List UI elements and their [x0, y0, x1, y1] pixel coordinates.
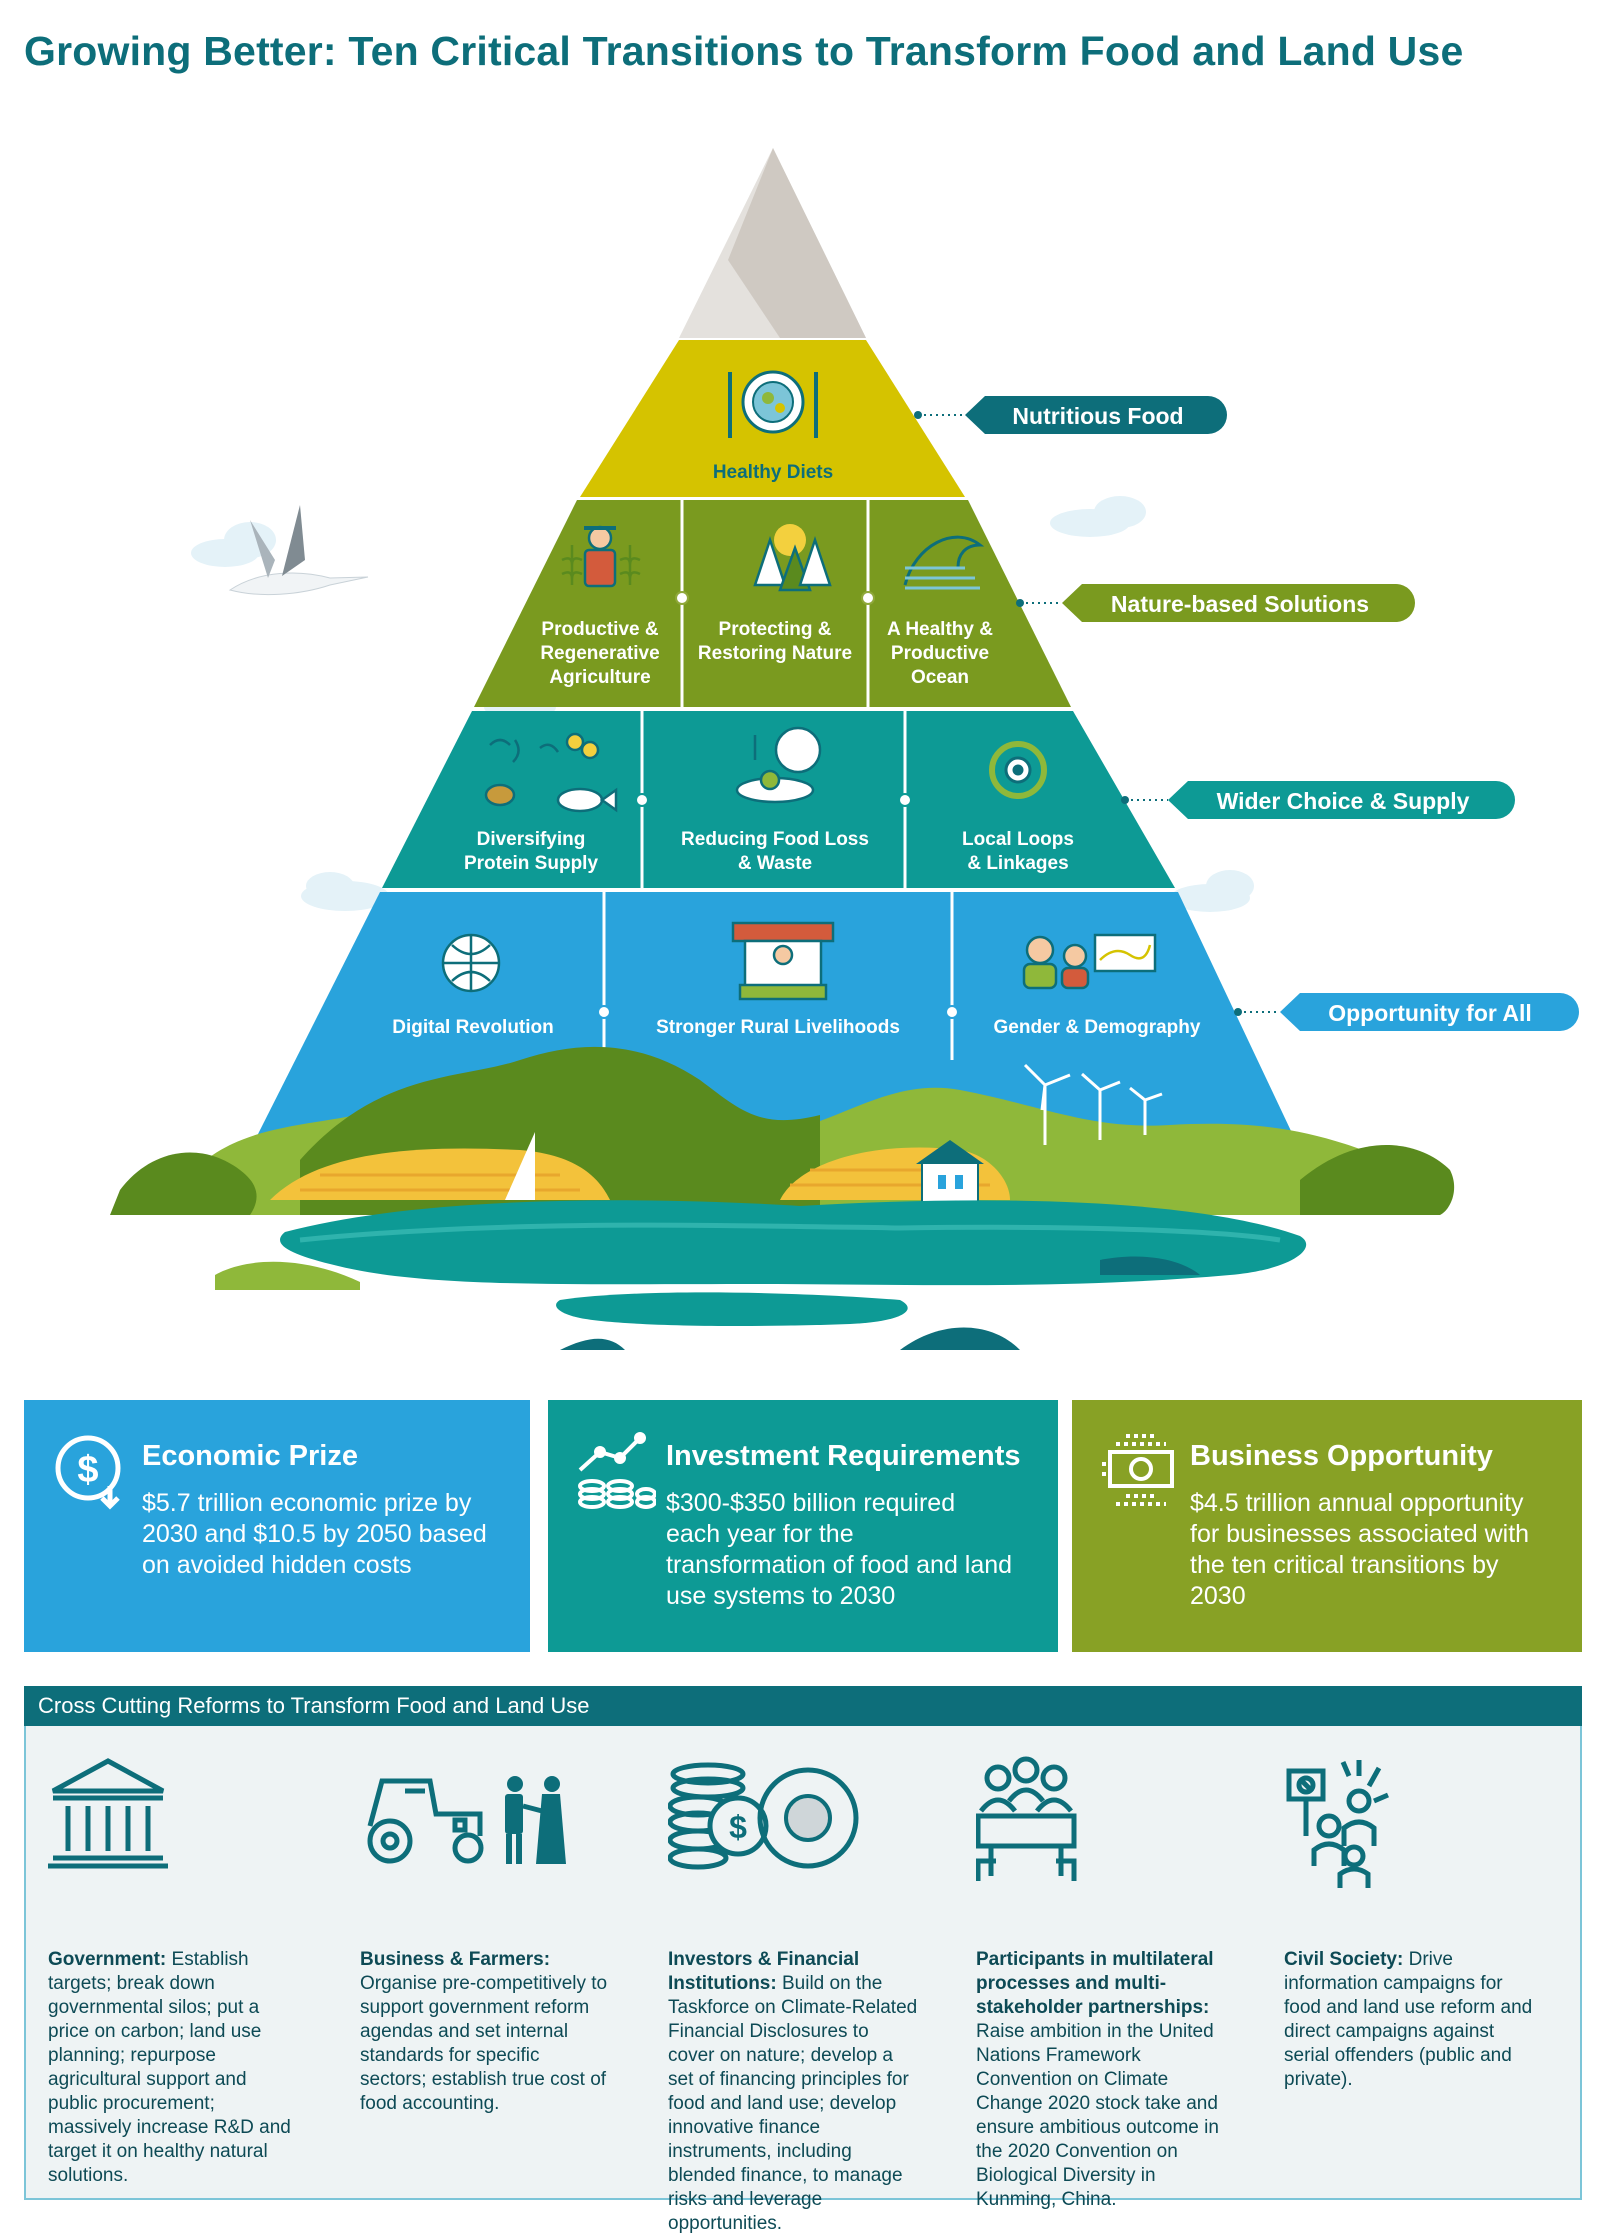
- pill-wider-choice-label: Wider Choice & Supply: [1217, 788, 1470, 814]
- cell-local-loops: Local Loops& Linkages: [962, 829, 1074, 874]
- reform-business-farmers: Business & Farmers: Organise pre-competi…: [360, 1756, 610, 2116]
- meeting-table-icon: [976, 1756, 1077, 1881]
- reform-civil-society-text: Civil Society: Drive information campaig…: [1284, 1949, 1533, 2090]
- svg-text:$: $: [729, 1809, 747, 1845]
- cell-reducing-waste: Reducing Food Loss& Waste: [681, 829, 869, 874]
- farmer-crops-icon: [561, 525, 641, 588]
- globe-network-icon: [441, 933, 501, 993]
- card-economic-prize: $ Economic Prize $5.7 trillion economic …: [24, 1400, 530, 1652]
- card-business-title: Business Opportunity: [1190, 1440, 1493, 1472]
- coins-plate-icon: $: [668, 1762, 859, 1870]
- reform-business-farmers-text: Business & Farmers: Organise pre-competi…: [360, 1949, 608, 2114]
- cell-healthy-diets: Healthy Diets: [713, 462, 833, 483]
- protest-icon: [1286, 1760, 1389, 1888]
- pill-wider-choice: [1168, 781, 1515, 819]
- reform-multilateral-text: Participants in multilateral processes a…: [976, 1949, 1219, 2210]
- market-stall-icon: [731, 921, 835, 1001]
- tractor-handshake-icon: [367, 1776, 566, 1864]
- plate-cutlery-icon: [728, 370, 818, 438]
- protein-fish-nuts-icon: [484, 732, 618, 813]
- crane-bird-icon: [228, 505, 369, 596]
- cell-digital-revolution: Digital Revolution: [392, 1017, 554, 1038]
- card-investment-requirements: Investment Requirements $300-$350 billio…: [548, 1400, 1058, 1652]
- coins-growth-icon: [578, 1432, 656, 1509]
- cross-cutting-panel: Government: Establish targets; break dow…: [24, 1726, 1582, 2234]
- reform-multilateral: Participants in multilateral processes a…: [976, 1756, 1226, 2212]
- cell-rural-livelihoods: Stronger Rural Livelihoods: [656, 1017, 900, 1038]
- card-economic-title: Economic Prize: [142, 1440, 358, 1472]
- card-investment-text: $300-$350 billion required each year for…: [666, 1489, 1013, 1610]
- card-business-text: $4.5 trillion annual opportunity for bus…: [1190, 1489, 1530, 1610]
- pill-nutritious-food: [965, 396, 1227, 434]
- landscape-illustration: [110, 1046, 1455, 1350]
- page-title: Growing Better: Ten Critical Transitions…: [24, 28, 1464, 74]
- food-waste-icon: [735, 726, 822, 804]
- pyramid-peak-shade: [728, 148, 866, 338]
- card-investment-title: Investment Requirements: [666, 1440, 1021, 1472]
- card-business-opportunity: Business Opportunity $4.5 trillion annua…: [1072, 1400, 1582, 1652]
- pill-nature-based-solutions-label: Nature-based Solutions: [1111, 591, 1369, 617]
- pill-opportunity-for-all-label: Opportunity for All: [1328, 1000, 1532, 1026]
- pill-nature-based-solutions: [1062, 584, 1415, 622]
- local-loop-cog-icon: [989, 741, 1047, 799]
- reform-civil-society: Civil Society: Drive information campaig…: [1284, 1756, 1534, 2092]
- dollar-down-icon: $: [55, 1435, 121, 1510]
- pill-nutritious-food-label: Nutritious Food: [1012, 403, 1183, 429]
- reform-government-text: Government: Establish targets; break dow…: [48, 1949, 291, 2186]
- svg-text:$: $: [77, 1449, 98, 1491]
- reform-investors-text: Investors & Financial Institutions: Buil…: [668, 1949, 918, 2234]
- cell-protecting-nature: Protecting &Restoring Nature: [698, 619, 852, 664]
- forest-sun-icon: [753, 524, 832, 592]
- reform-government: Government: Establish targets; break dow…: [48, 1756, 298, 2188]
- pill-opportunity-for-all: [1280, 993, 1579, 1031]
- ocean-wave-icon: [903, 535, 985, 590]
- gender-demography-icon: [1022, 933, 1157, 990]
- tier-nature-based-solutions: [474, 500, 1071, 707]
- reform-investors: $ Investors & Financial Institutions: Bu…: [668, 1756, 918, 2236]
- cross-cutting-header: Cross Cutting Reforms to Transform Food …: [24, 1686, 1582, 1726]
- cell-gender-demography: Gender & Demography: [994, 1017, 1201, 1038]
- banknote-icon: [1098, 1434, 1174, 1506]
- card-economic-text: $5.7 trillion economic prize by 2030 and…: [142, 1489, 487, 1579]
- government-building-icon: [48, 1758, 168, 1869]
